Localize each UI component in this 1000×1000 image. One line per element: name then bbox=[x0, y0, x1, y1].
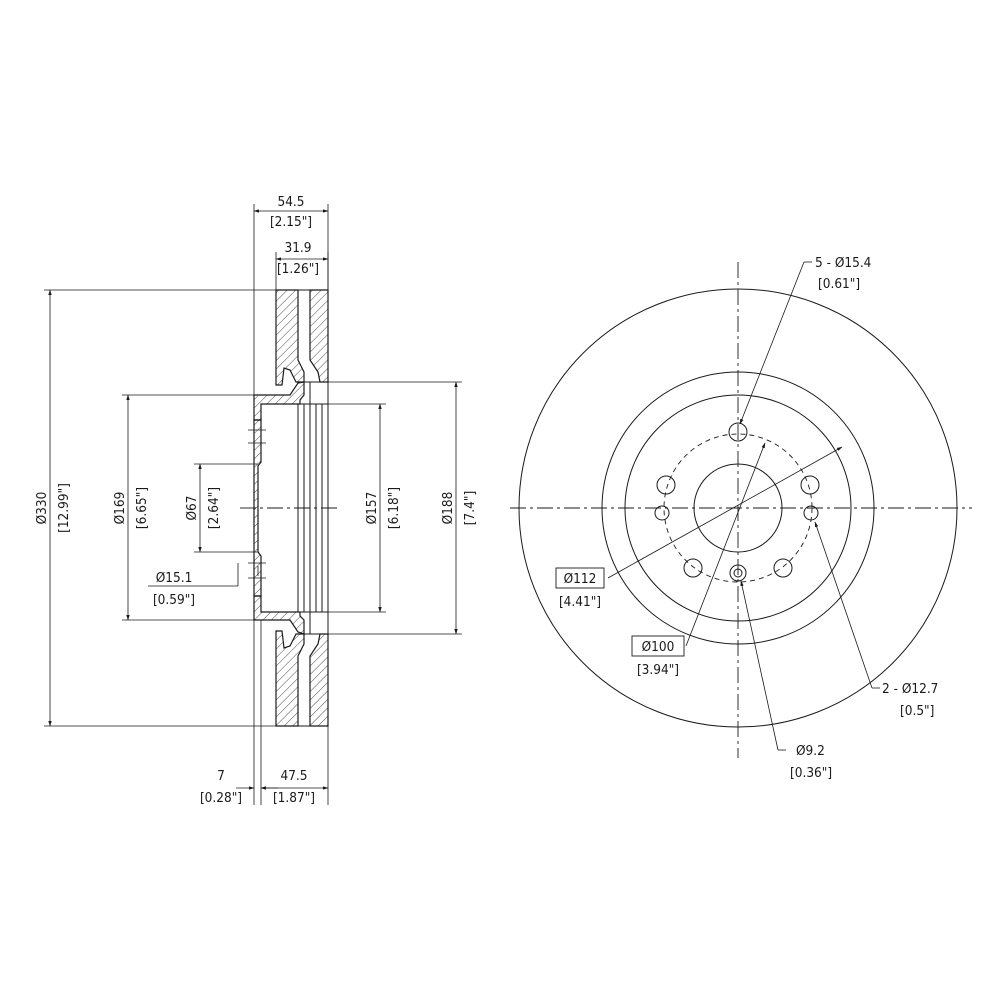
rotor-thickness-imperial: [1.26"] bbox=[277, 261, 319, 277]
friction-inner-imperial: [7.4"] bbox=[462, 491, 478, 525]
pcd-112-box bbox=[555, 567, 605, 589]
upper-outer-plate bbox=[309, 289, 329, 383]
inner-diameter-value: Ø157 bbox=[364, 492, 380, 525]
upper-hat-wall bbox=[253, 381, 305, 421]
bolt-circle bbox=[663, 433, 813, 583]
leader-locator-holes bbox=[814, 521, 873, 689]
lower-hat-wall bbox=[253, 595, 305, 635]
leader-pcd-112 bbox=[607, 446, 843, 579]
locator-hole-1 bbox=[803, 505, 819, 521]
hat-height-imperial: [1.87"] bbox=[273, 790, 315, 806]
bolt-hole-3 bbox=[773, 558, 793, 578]
lower-friction-ring bbox=[275, 630, 305, 727]
center-bore-imperial: [2.64"] bbox=[206, 487, 222, 529]
lower-outer-plate bbox=[309, 633, 329, 727]
inner-diameter-imperial: [6.18"] bbox=[386, 487, 402, 529]
bolt-holes-value: 5 - Ø15.4 bbox=[815, 255, 872, 271]
bolt-hole-4 bbox=[683, 558, 703, 578]
rotor-thickness-value: 31.9 bbox=[284, 240, 311, 256]
locator-holes-imperial: [0.5"] bbox=[900, 703, 934, 719]
small-hole-inner bbox=[733, 568, 743, 578]
outer-diameter-imperial: [12.99"] bbox=[56, 483, 72, 533]
overall-width-value: 54.5 bbox=[277, 194, 304, 210]
stud-hole-imperial: [0.59"] bbox=[153, 592, 195, 608]
overall-width-imperial: [2.15"] bbox=[270, 214, 312, 230]
center-bore-value: Ø67 bbox=[184, 495, 200, 520]
small-hole-value: Ø9.2 bbox=[796, 743, 825, 759]
small-hole-outer bbox=[729, 564, 747, 582]
small-hole-imperial: [0.36"] bbox=[790, 765, 832, 781]
friction-ring-inner-edge bbox=[601, 371, 875, 645]
pcd-100-value: Ø100 bbox=[642, 639, 675, 655]
bolt-hole-5 bbox=[656, 475, 676, 495]
hat-thickness-imperial: [0.28"] bbox=[200, 790, 242, 806]
pcd-112-imperial: [4.41"] bbox=[559, 594, 601, 610]
leader-small-hole bbox=[740, 580, 779, 751]
bolt-hole-2 bbox=[800, 475, 820, 495]
hat-outer-edge bbox=[624, 394, 852, 622]
friction-inner-value: Ø188 bbox=[440, 492, 456, 525]
stud-hole-value: Ø15.1 bbox=[156, 570, 193, 586]
outer-diameter-value: Ø330 bbox=[34, 492, 50, 525]
bolt-hole-1 bbox=[728, 422, 748, 442]
hat-diameter-imperial: [6.65"] bbox=[134, 487, 150, 529]
pcd-100-imperial: [3.94"] bbox=[637, 662, 679, 678]
locator-holes-value: 2 - Ø12.7 bbox=[882, 681, 938, 697]
pcd-100-box bbox=[631, 635, 685, 657]
hat-thickness-value: 7 bbox=[217, 768, 225, 784]
front-view: 5 - Ø15.4 [0.61"] Ø112 [4.41"] Ø100 [3.9… bbox=[510, 255, 972, 781]
rotor-outer-edge bbox=[518, 288, 958, 728]
hat-height-value: 47.5 bbox=[280, 768, 307, 784]
leader-bolt-holes bbox=[739, 261, 805, 425]
upper-friction-ring bbox=[275, 289, 305, 386]
hat-mounting-face bbox=[253, 419, 262, 597]
locator-hole-2 bbox=[654, 505, 670, 521]
hat-diameter-value: Ø169 bbox=[112, 492, 128, 525]
bolt-holes-imperial: [0.61"] bbox=[818, 276, 860, 292]
center-bore bbox=[693, 463, 783, 553]
leader-pcd-100 bbox=[685, 442, 766, 647]
side-section-view: 54.5 [2.15"] 31.9 [1.26"] Ø330 [12.99"] … bbox=[34, 194, 478, 806]
pcd-112-value: Ø112 bbox=[564, 571, 597, 587]
